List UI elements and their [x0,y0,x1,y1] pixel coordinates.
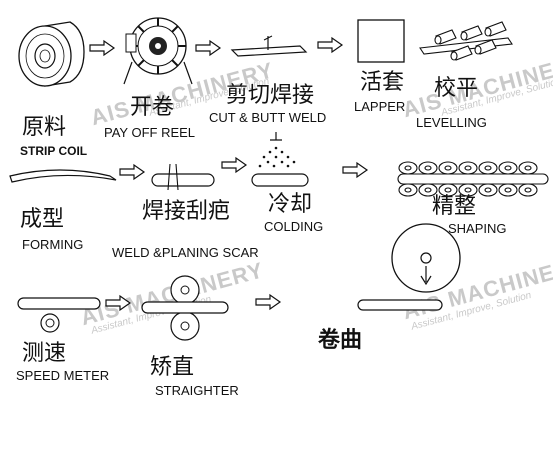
speed-meter-label-en: SPEED METER [16,368,110,383]
colding-label-en: COLDING [264,219,324,234]
weld-scar-label-cn: 焊接刮疤 [142,199,231,224]
right-arrow-icon [105,295,131,311]
colding-label-cn: 冷却 [268,192,313,217]
pay-off-reel-label-cn: 开卷 [130,95,175,120]
lapper-box-icon [357,19,405,63]
coiling-label-cn: 卷曲 [318,328,363,353]
pipe-weld-icon [151,163,215,191]
pay-off-reel-label-en: PAY OFF REEL [104,125,196,140]
right-arrow-icon [255,294,281,310]
shaping-label-en: SHAPING [448,221,507,236]
forming-label-en: FORMING [22,237,84,252]
right-arrow-icon [342,162,368,178]
shaping-label-cn: 精整 [432,194,477,219]
speed-meter-icon [17,297,101,333]
coiler-icon [357,223,461,311]
roller-rolls-icon [419,21,513,61]
right-arrow-icon [221,157,247,173]
straighter-label-cn: 矫直 [150,355,195,380]
cut-butt-weld-label-cn: 剪切焊接 [226,83,315,108]
straightener-rolls-icon [141,275,229,341]
forming-label-cn: 成型 [20,207,65,232]
right-arrow-icon [89,40,115,56]
right-arrow-icon [195,40,221,56]
strip-coil-label-en: STRIP COIL [20,144,88,158]
levelling-label-en: LEVELLING [416,115,487,130]
right-arrow-icon [119,164,145,180]
right-arrow-icon [317,37,343,53]
shaping-rolls-icon [397,161,549,197]
strip-coil-label-cn: 原料 [22,115,67,140]
coil-icon [18,21,85,87]
straighter-label-en: STRAIGHTER [155,383,239,398]
lapper-label-en: LAPPER [354,99,406,114]
weld-scar-label-en: WELD &PLANING SCAR [112,245,259,260]
cut-butt-weld-label-en: CUT & BUTT WELD [209,110,327,125]
reel-icon [123,17,193,85]
speed-meter-label-cn: 测速 [22,341,67,366]
spray-cooling-icon [251,132,309,187]
lapper-label-cn: 活套 [360,70,405,95]
levelling-label-cn: 校平 [434,76,479,101]
strip-weld-icon [230,35,308,57]
formed-strip-icon [9,169,117,183]
